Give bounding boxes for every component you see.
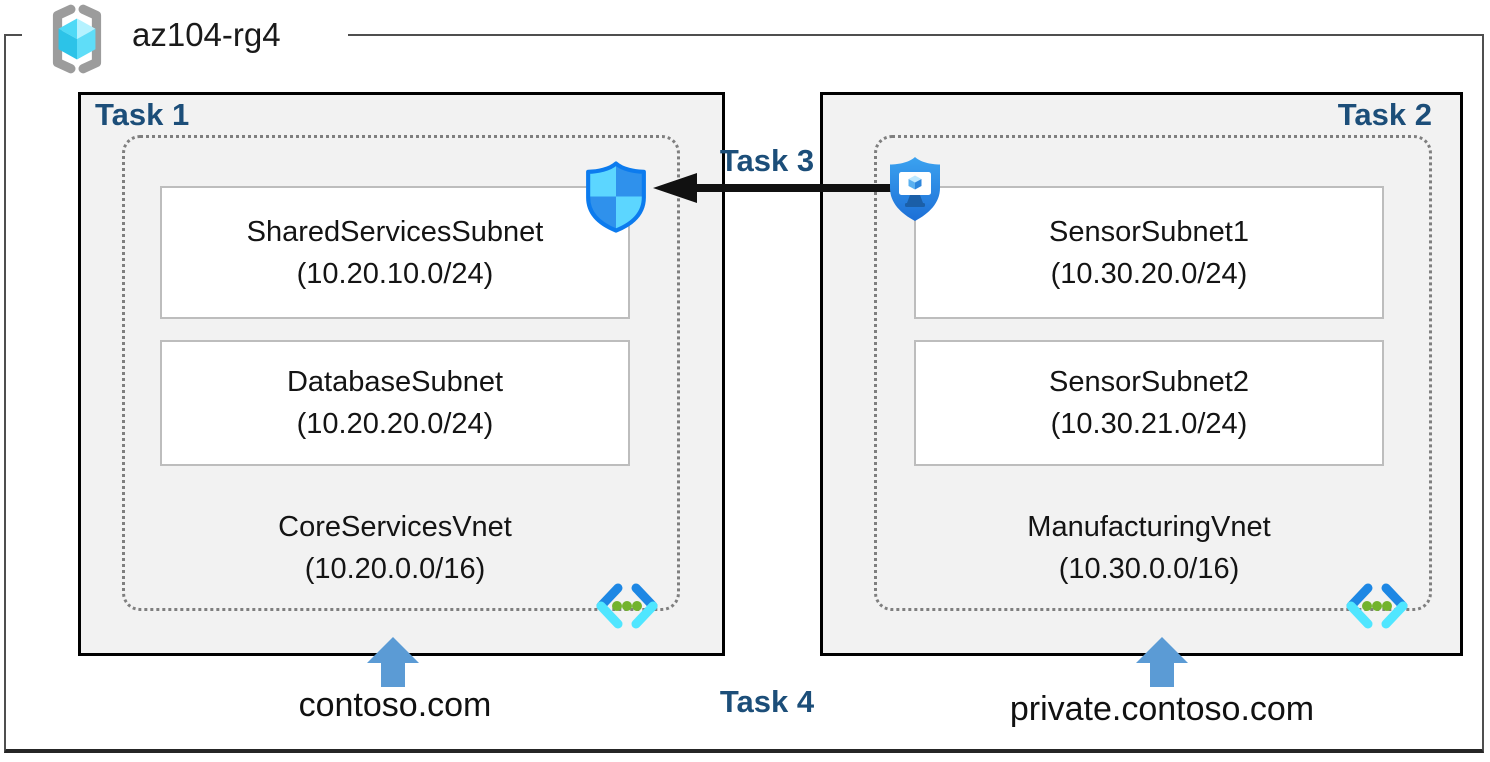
bastion-icon xyxy=(890,157,940,221)
resource-group-boundary xyxy=(4,34,1484,753)
subnet-cidr: (10.30.21.0/24) xyxy=(1050,408,1248,440)
virtual-network-icon xyxy=(1346,583,1408,629)
manufacturing-vnet-boundary xyxy=(874,135,1432,611)
task4-label: Task 4 xyxy=(719,684,815,719)
virtual-network-icon xyxy=(596,583,658,629)
subnet-cidr: (10.20.10.0/24) xyxy=(296,257,494,290)
subnet-name: SensorSubnet2 xyxy=(1049,366,1249,398)
subnet-cidr: (10.30.20.0/24) xyxy=(1050,257,1248,290)
resource-group-border-gap xyxy=(22,30,348,40)
task3-label: Task 3 xyxy=(719,143,815,178)
manufacturing-vnet-label: ManufacturingVnet (10.30.0.0/16) xyxy=(914,506,1384,590)
subnet-name: SharedServicesSubnet xyxy=(246,215,544,248)
subnet-box-shared-services: SharedServicesSubnet (10.20.10.0/24) xyxy=(160,186,630,319)
subnet-cidr: (10.20.20.0/24) xyxy=(296,408,494,440)
subnet-name: DatabaseSubnet xyxy=(286,366,504,398)
dns-up-arrow xyxy=(1136,637,1188,687)
task2-label: Task 2 xyxy=(1337,97,1432,132)
vnet-name: ManufacturingVnet xyxy=(1027,511,1271,543)
resource-group-icon xyxy=(52,4,102,74)
subnet-box-database: DatabaseSubnet (10.20.20.0/24) xyxy=(160,340,630,466)
resource-group-name: az104-rg4 xyxy=(132,16,281,53)
subnet-box-sensor1: SensorSubnet1 (10.30.20.0/24) xyxy=(914,186,1384,319)
network-security-group-icon xyxy=(586,161,646,233)
dns-up-arrow xyxy=(367,637,419,687)
subnet-box-sensor2: SensorSubnet2 (10.30.21.0/24) xyxy=(914,340,1384,466)
core-services-vnet-boundary xyxy=(122,135,680,611)
vnet-name: CoreServicesVnet xyxy=(278,511,512,543)
dns-zone-label-private-contoso: private.contoso.com xyxy=(1009,690,1315,728)
subnet-name: SensorSubnet1 xyxy=(1049,215,1249,248)
dns-zone-label-contoso: contoso.com xyxy=(298,686,492,724)
vnet-cidr: (10.30.0.0/16) xyxy=(1058,553,1240,585)
task1-label: Task 1 xyxy=(95,97,190,132)
core-services-vnet-label: CoreServicesVnet (10.20.0.0/16) xyxy=(160,506,630,590)
vnet-cidr: (10.20.0.0/16) xyxy=(304,553,486,585)
